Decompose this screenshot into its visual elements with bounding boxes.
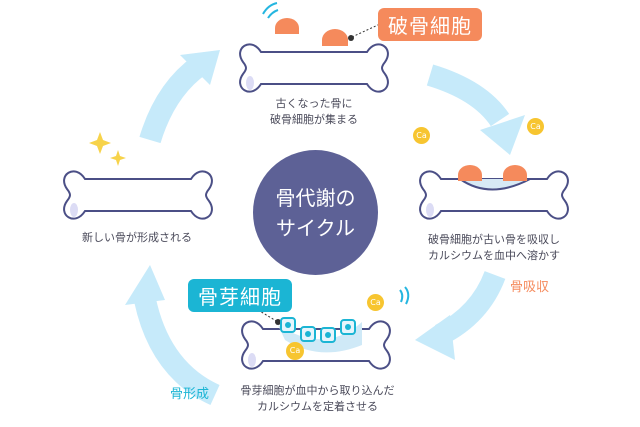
arrowhead [415,315,455,360]
arrowhead [180,50,220,85]
caption-left: 新しい骨が形成される [82,231,192,244]
arrowhead [125,265,165,305]
phase-formation: 骨形成 [170,387,210,402]
bone-left [63,170,213,220]
bone-right [419,170,569,220]
arrow-bottom-left [134,297,220,406]
arrow-left-top [139,56,207,144]
center-line: サイクル [276,215,355,240]
arrow-top-right [426,64,510,127]
bone-top [239,43,389,93]
calcium-icon: Ca [527,118,544,135]
calcium-icon: Ca [413,127,430,144]
caption-top: 古くなった骨に破骨細胞が集まる [270,97,358,126]
arrowhead [480,115,525,155]
caption-right: 破骨細胞が古い骨を吸収しカルシウムを血中へ溶かす [428,233,560,262]
center-title: 骨代謝の サイクル [253,150,378,275]
osteoclast-cells [275,18,527,181]
osteoblast-label: 骨芽細胞 [188,279,292,312]
calcium-icon: Ca [367,294,384,311]
phase-resorption: 骨吸収 [510,280,550,295]
resorption-pit [459,178,531,191]
calcium-icon: Ca [286,342,304,360]
caption-bottom: 骨芽細胞が血中から取り込んだカルシウムを定着させる [240,384,395,413]
osteoclast-label: 破骨細胞 [378,8,482,41]
sparkle-icon [89,132,126,166]
center-line: 骨代謝の [275,185,356,210]
